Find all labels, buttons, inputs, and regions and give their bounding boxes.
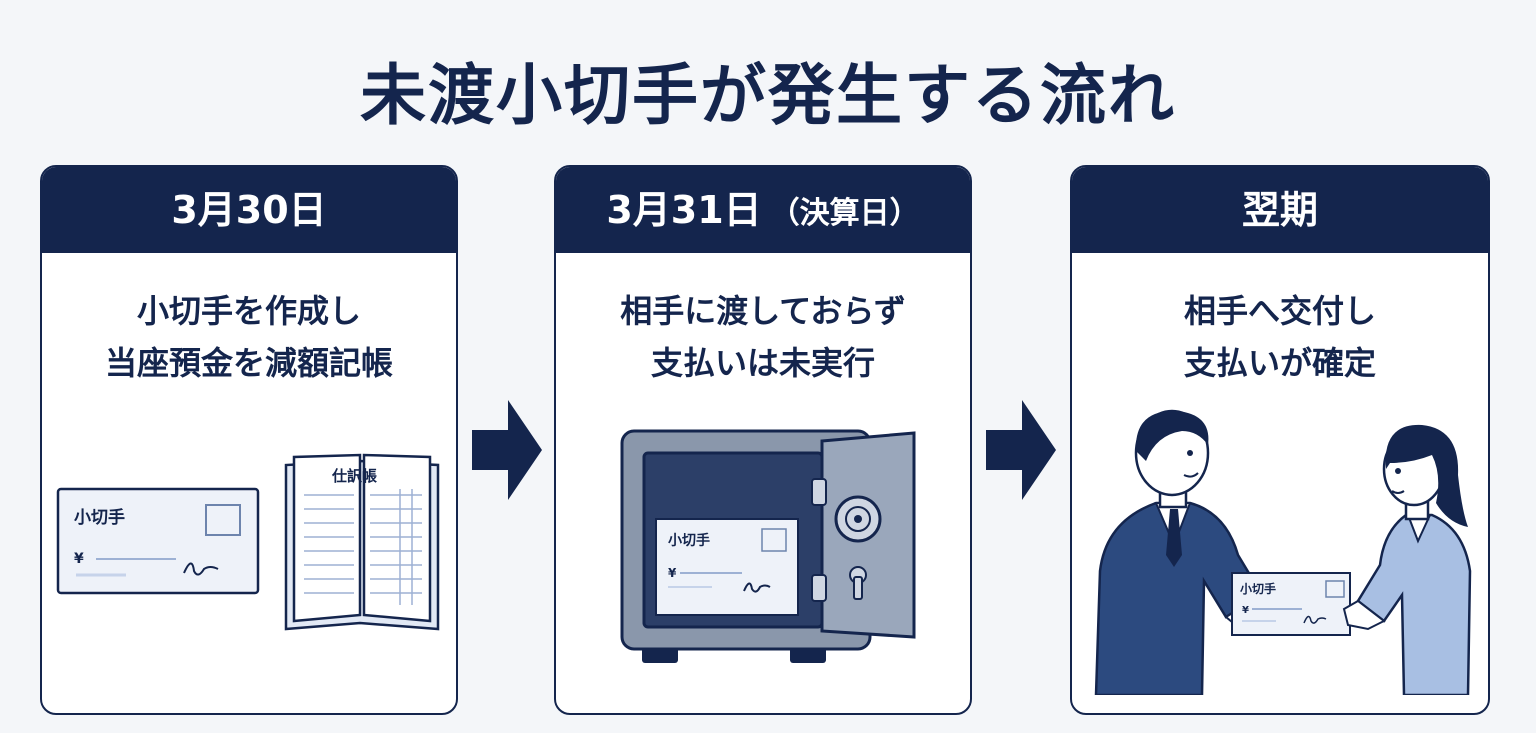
step-panel-2: 3月31日（決算日） 相手に渡しておらず 支払いは未実行 小切手 ¥	[554, 165, 972, 715]
journal-label: 仕訳帳	[331, 467, 377, 485]
check-icon: 小切手 ¥	[1231, 572, 1351, 636]
step-1-description: 小切手を作成し 当座預金を減額記帳	[42, 285, 456, 389]
step-panel-1: 3月30日 小切手を作成し 当座預金を減額記帳 小切手 ¥	[40, 165, 458, 715]
step-2-header: 3月31日（決算日）	[556, 167, 970, 253]
page-title: 未渡小切手が発生する流れ	[360, 57, 1176, 134]
step-1-line-1: 小切手を作成し	[136, 292, 361, 330]
check-yen-3: ¥	[1242, 605, 1249, 616]
step-1-header: 3月30日	[42, 167, 456, 253]
handover-illustration: 小切手 ¥	[1094, 409, 1472, 695]
step-3-description: 相手へ交付し 支払いが確定	[1072, 285, 1488, 389]
step-2-line-2: 支払いは未実行	[650, 344, 875, 382]
check-label-1: 小切手	[74, 507, 125, 528]
businessman-icon	[1094, 409, 1273, 695]
step-3-line-1: 相手へ交付し	[1183, 292, 1376, 330]
step-2-description: 相手に渡しておらず 支払いは未実行	[556, 285, 970, 389]
businesswoman-icon	[1342, 424, 1472, 695]
step-1-line-2: 当座預金を減額記帳	[104, 344, 393, 382]
step-2-date: 3月31日	[606, 188, 762, 232]
check-icon: 小切手 ¥	[56, 487, 260, 595]
step-2-date-note: （決算日）	[769, 196, 920, 231]
safe-icon: 小切手 ¥	[620, 429, 916, 663]
arrow-right-icon	[986, 400, 1056, 500]
step-1-date: 3月30日	[171, 188, 327, 232]
step-2-line-1: 相手に渡しておらず	[620, 292, 906, 330]
check-label-2: 小切手	[668, 532, 710, 549]
check-label-3: 小切手	[1240, 581, 1276, 596]
step-panel-3: 翌期 相手へ交付し 支払いが確定 小切手 ¥	[1070, 165, 1490, 715]
journal-book-icon: 仕訳帳	[284, 453, 440, 631]
step-3-date: 翌期	[1241, 188, 1318, 232]
check-yen-1: ¥	[74, 551, 84, 567]
step-3-header: 翌期	[1072, 167, 1488, 253]
check-yen-2: ¥	[668, 566, 677, 580]
arrow-right-icon	[472, 400, 542, 500]
step-3-line-2: 支払いが確定	[1183, 344, 1376, 382]
